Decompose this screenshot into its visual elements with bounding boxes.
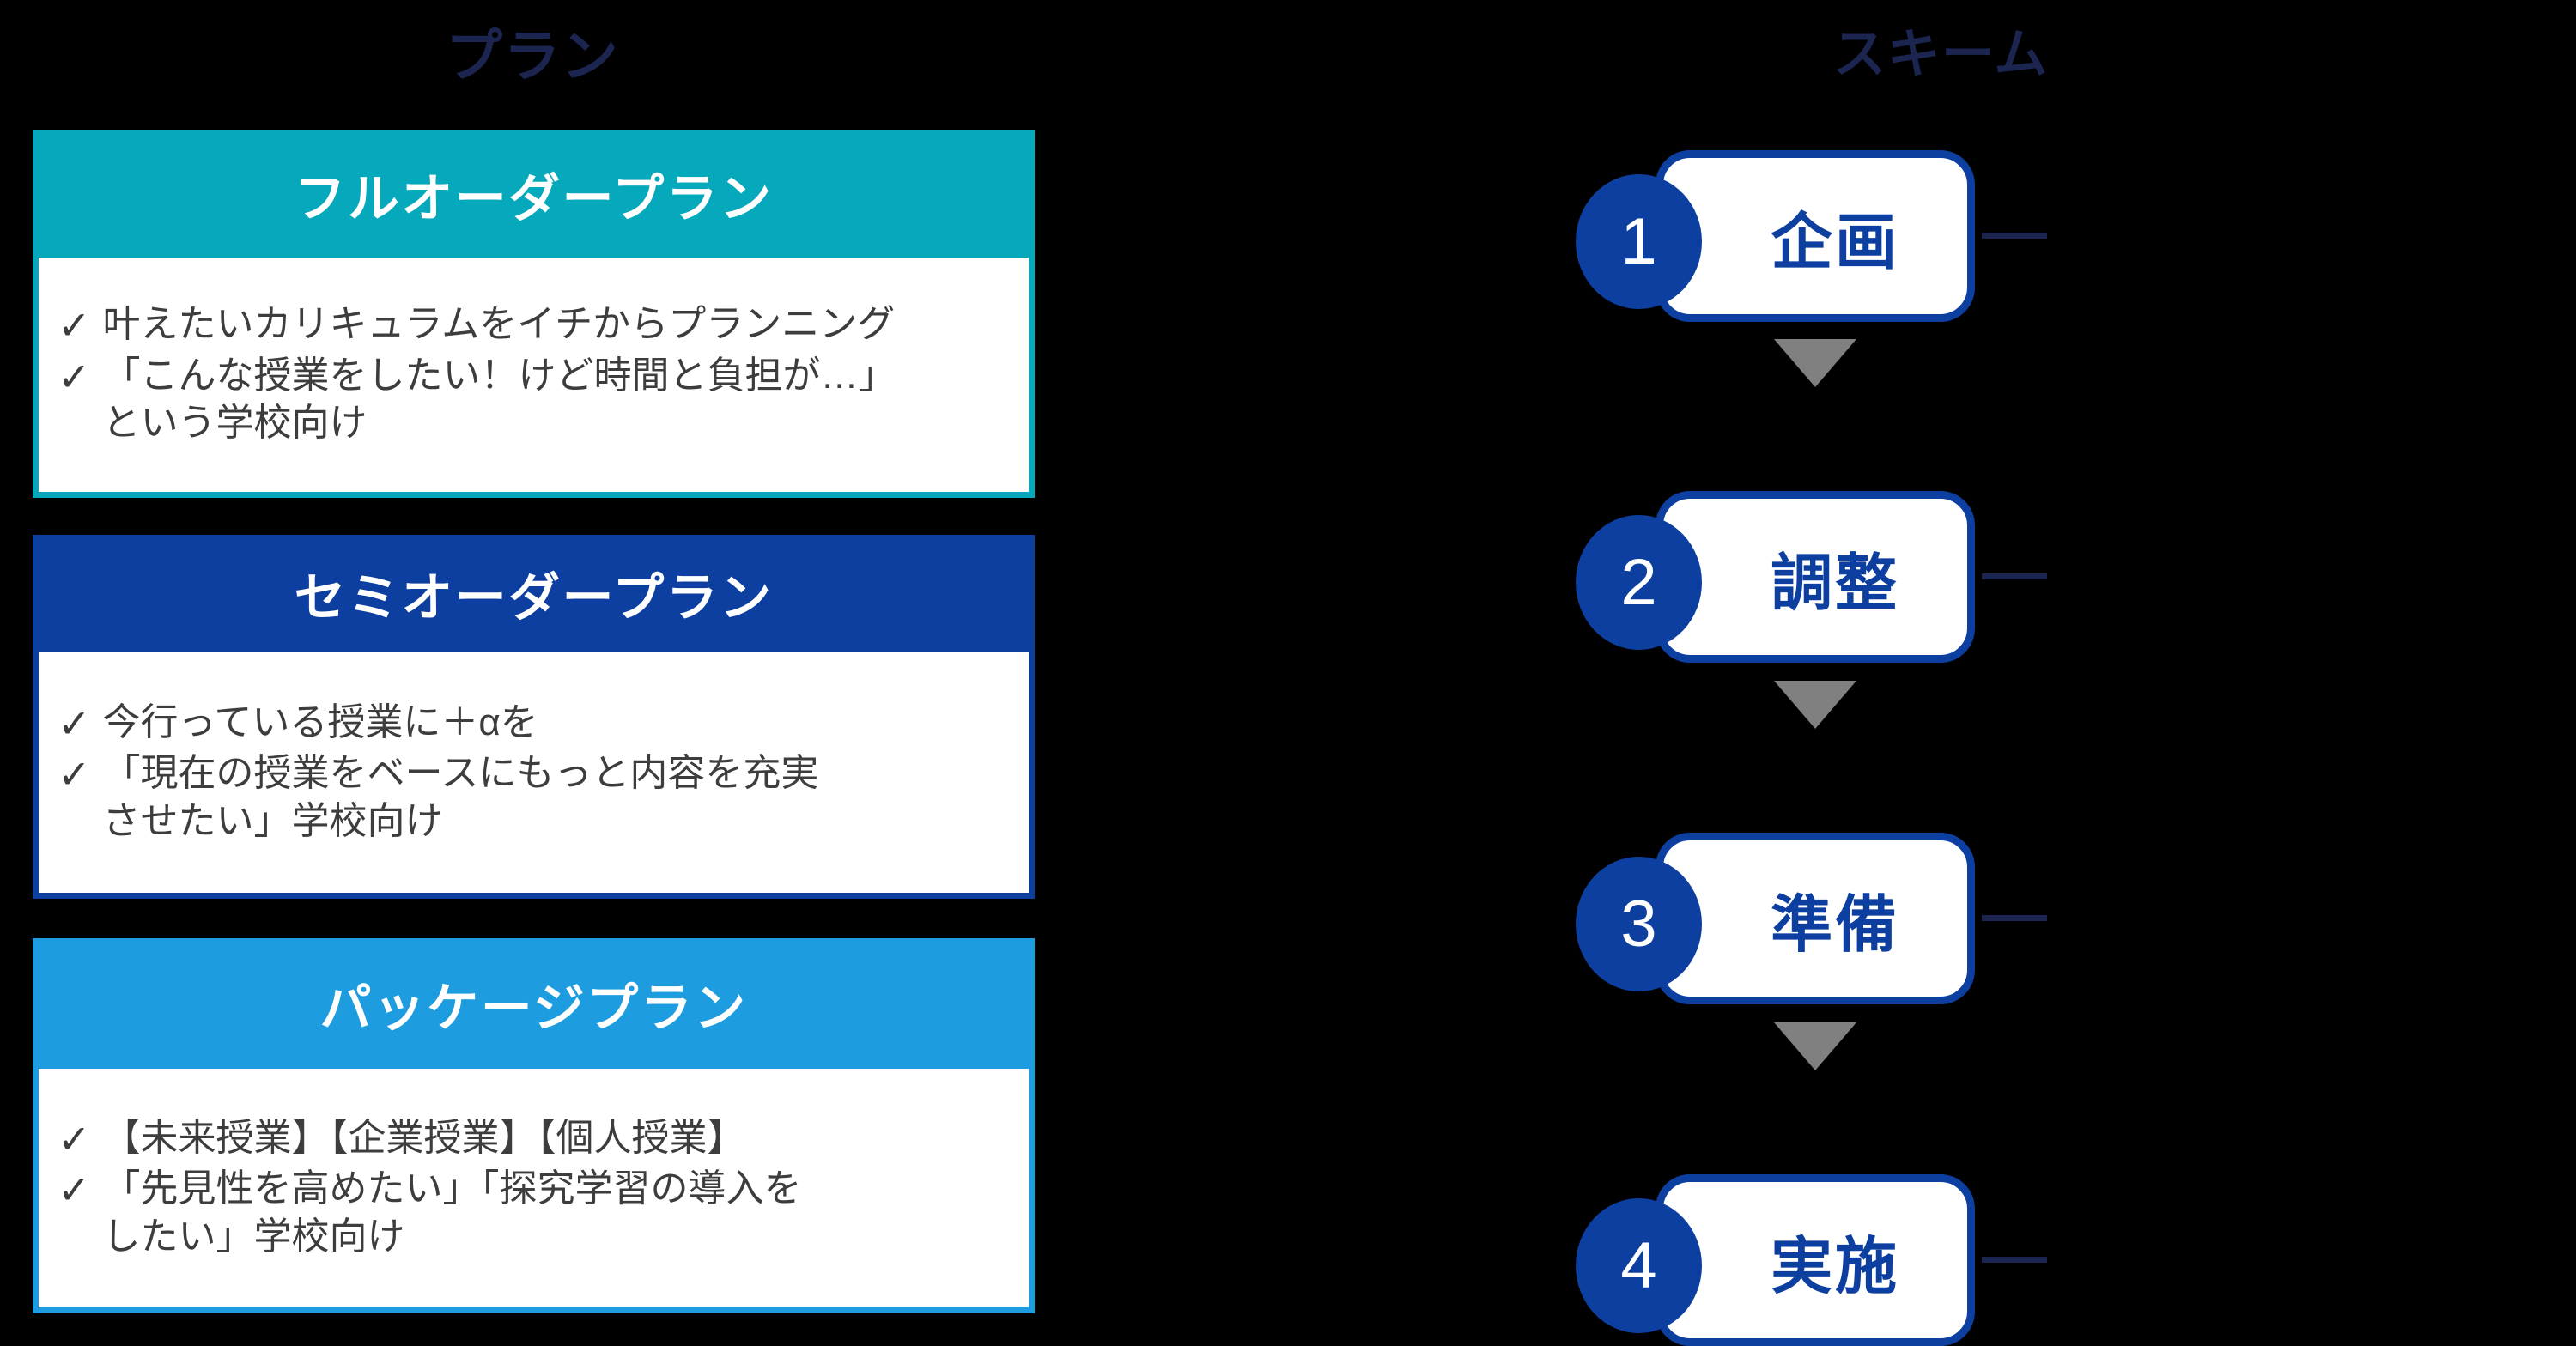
scheme-step-label: 準備 xyxy=(1771,890,1899,960)
list-item-text: 「先見性を高めたい」「探究学習の導入を したい」学校向け xyxy=(102,1167,802,1258)
scheme-step-number-badge: 2 xyxy=(1576,515,1702,650)
scheme-step-number-badge: 3 xyxy=(1576,857,1702,991)
check-icon: ✓ xyxy=(58,303,91,349)
plan-card-body-package: ✓ 【未来授業】【企業授業】【個人授業】 ✓ 「先見性を高めたい」「探究学習の導… xyxy=(39,1069,1029,1307)
list-item: ✓ 「現在の授業をベースにもっと内容を充実 させたい」学校向け xyxy=(58,749,1006,845)
list-item-text: 「現在の授業をベースにもっと内容を充実 させたい」学校向け xyxy=(102,752,819,842)
scheme-step-label: 実施 xyxy=(1771,1232,1899,1301)
scheme-step-box: 準備 xyxy=(1656,833,1975,1004)
scheme-step-connector-line xyxy=(1982,233,2047,239)
list-item-text: 叶えたいカリキュラムをイチからプランニング xyxy=(102,303,896,346)
arrow-down-icon xyxy=(1774,339,1856,387)
scheme-step-connector-line xyxy=(1982,573,2047,579)
check-icon: ✓ xyxy=(58,1167,91,1213)
plan-card-semi-order: セミオーダープラン ✓ 今行っている授業に＋αを ✓ 「現在の授業をベースにもっ… xyxy=(33,535,1035,899)
scheme-step-label: 調整 xyxy=(1771,549,1899,618)
list-item-text: 今行っている授業に＋αを xyxy=(102,700,538,743)
scheme-step-box: 調整 xyxy=(1656,491,1975,663)
list-item: ✓ 今行っている授業に＋αを xyxy=(58,699,1006,746)
scheme-step-1: 企画 1 xyxy=(1576,150,2047,322)
scheme-step-box: 企画 xyxy=(1656,150,1975,322)
scheme-step-2: 調整 2 xyxy=(1576,491,2047,663)
arrow-down-icon xyxy=(1774,1022,1856,1070)
list-item: ✓ 「先見性を高めたい」「探究学習の導入を したい」学校向け xyxy=(58,1165,1006,1260)
check-icon: ✓ xyxy=(58,752,91,797)
list-item: ✓ 「こんな授業をしたい！けど時間と負担が…」 という学校向け xyxy=(58,352,1006,447)
scheme-step-number-badge: 4 xyxy=(1576,1198,1702,1333)
scheme-step-label: 企画 xyxy=(1771,208,1899,277)
plan-card-title-semi-order: セミオーダープラン xyxy=(33,535,1035,652)
scheme-column-heading: スキーム xyxy=(1832,25,2049,84)
plan-card-title-package: パッケージプラン xyxy=(33,938,1035,1069)
check-icon: ✓ xyxy=(58,700,91,746)
list-item-text: 【未来授業】【企業授業】【個人授業】 xyxy=(102,1116,745,1159)
arrow-down-icon xyxy=(1774,681,1856,729)
scheme-step-4: 実施 4 xyxy=(1576,1174,2047,1346)
list-item: ✓ 【未来授業】【企業授業】【個人授業】 xyxy=(58,1114,1006,1161)
check-icon: ✓ xyxy=(58,1116,91,1161)
plan-card-full-order: フルオーダープラン ✓ 叶えたいカリキュラムをイチからプランニング ✓ 「こんな… xyxy=(33,130,1035,498)
scheme-step-box: 実施 xyxy=(1656,1174,1975,1346)
plan-card-title-full-order: フルオーダープラン xyxy=(33,130,1035,258)
scheme-step-number-badge: 1 xyxy=(1576,174,1702,309)
plan-card-body-full-order: ✓ 叶えたいカリキュラムをイチからプランニング ✓ 「こんな授業をしたい！けど時… xyxy=(39,258,1029,492)
check-icon: ✓ xyxy=(58,354,91,399)
plan-card-body-semi-order: ✓ 今行っている授業に＋αを ✓ 「現在の授業をベースにもっと内容を充実 させた… xyxy=(39,652,1029,893)
scheme-step-connector-line xyxy=(1982,915,2047,921)
list-item-text: 「こんな授業をしたい！けど時間と負担が…」 という学校向け xyxy=(102,354,896,445)
plan-card-package: パッケージプラン ✓ 【未来授業】【企業授業】【個人授業】 ✓ 「先見性を高めた… xyxy=(33,938,1035,1313)
scheme-step-3: 準備 3 xyxy=(1576,833,2047,1004)
scheme-step-connector-line xyxy=(1982,1257,2047,1263)
plan-column-heading: プラン xyxy=(446,24,619,88)
list-item: ✓ 叶えたいカリキュラムをイチからプランニング xyxy=(58,300,1006,348)
